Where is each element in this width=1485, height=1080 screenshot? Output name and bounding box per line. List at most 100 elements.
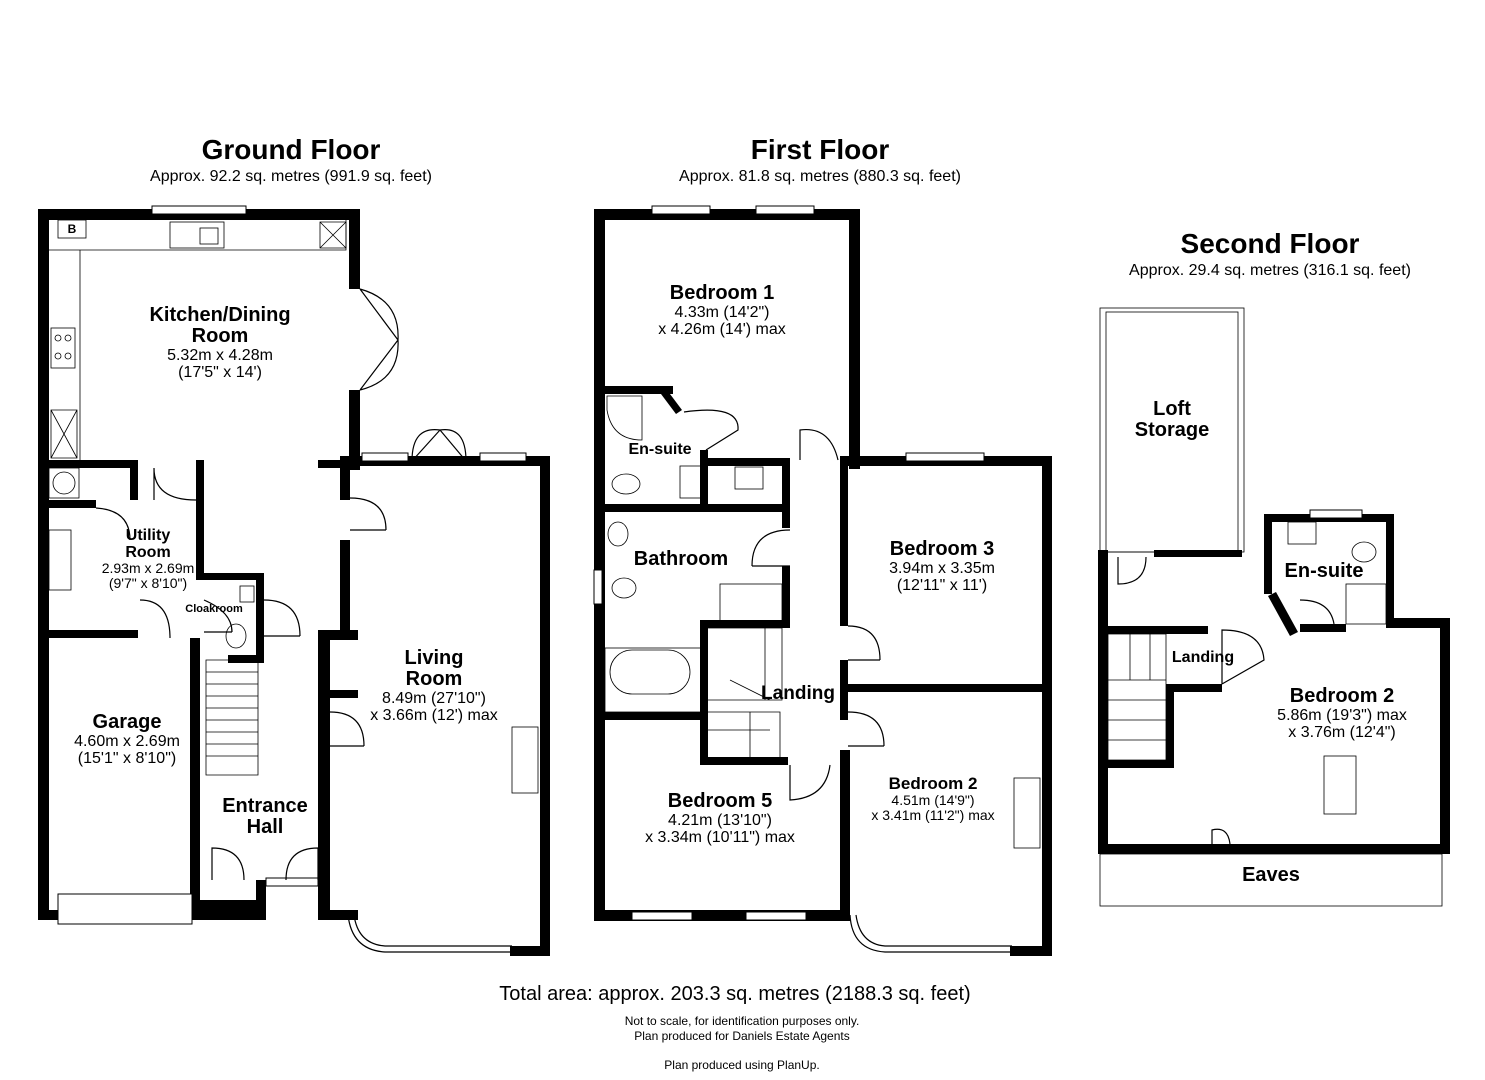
hall-bottom-left-wall <box>198 900 266 920</box>
cloakroom-top-wall <box>204 573 264 580</box>
entrance-name-2: Hall <box>246 816 284 838</box>
bed3-dim-1: 3.94m x 3.35m <box>889 560 995 577</box>
bed2-door <box>847 711 885 747</box>
hall-wall-stub <box>256 880 266 920</box>
kitchen-window <box>151 205 247 215</box>
ff-bedroom-3: Bedroom 3 3.94m x 3.35m (12'11" x 11') <box>889 539 995 595</box>
garage-sw-wall <box>38 910 58 920</box>
ensuite-basin <box>679 465 707 499</box>
kitchen-appliance <box>319 221 347 249</box>
loft-name-1: Loft <box>1153 398 1191 420</box>
bed5-door <box>789 764 831 801</box>
eaves-door <box>1211 828 1231 845</box>
utility-dim-1: 2.93m x 2.69m <box>101 560 195 576</box>
utility-door <box>153 467 197 501</box>
kitchen-name-1: Kitchen/Dining <box>149 304 291 326</box>
bed1-door <box>799 428 839 461</box>
entrance-hall: Entrance Hall <box>222 796 308 838</box>
bed5-top-wall <box>605 712 700 720</box>
living-name-1: Living <box>404 647 464 669</box>
boiler-label: B <box>67 222 77 236</box>
sf-landing-wall <box>1166 684 1222 692</box>
bed1-window-1 <box>651 205 711 215</box>
utility-door-3 <box>139 599 171 639</box>
ff-top-wall <box>594 209 860 220</box>
sf-ensuite-label: En-suite <box>1284 560 1364 582</box>
sf-ensuite-door <box>1299 599 1335 625</box>
bed1-east-wall <box>849 209 860 469</box>
bathroom-east-wall <box>782 458 790 528</box>
sf-ensuite-window <box>1309 509 1363 519</box>
ff-bottom-wall <box>594 910 850 921</box>
bathroom-window <box>593 569 603 605</box>
ff-bedroom-2: Bedroom 2 4.51m (14'9") x 3.41m (11'2") … <box>871 774 994 823</box>
bed2-chimney <box>1013 777 1041 849</box>
ff-bedroom-5: Bedroom 5 4.21m (13'10") x 3.34m (10'11"… <box>645 791 795 847</box>
ff-bed2-dim-2: x 3.41m (11'2") max <box>871 807 995 823</box>
living-door-top <box>349 497 387 531</box>
living-bay-window <box>347 914 512 953</box>
utility-door-2 <box>95 507 131 541</box>
utility-inner-wall <box>38 500 96 508</box>
second-floor-title: Second Floor <box>1180 228 1360 259</box>
sf-east-wall <box>1440 618 1450 854</box>
kitchen-name-2: Room <box>191 325 249 347</box>
garage-west-wall <box>38 638 49 920</box>
utility-sink <box>48 529 72 591</box>
footer-note-2: Plan produced for Daniels Estate Agents <box>634 1029 850 1043</box>
sf-landing-door <box>1221 629 1265 685</box>
living-east-wall <box>540 456 550 956</box>
first-floor-plan <box>593 205 1052 956</box>
bed5-dim-1: 4.21m (13'10") <box>668 812 772 829</box>
loft-storage: Loft Storage <box>1135 399 1209 441</box>
sf-ensuite-basin <box>1287 521 1317 545</box>
cloakroom-basin <box>239 585 255 603</box>
front-door-frame <box>265 877 319 887</box>
ensuite-east-wall <box>700 450 708 512</box>
sf-landing-label: Landing <box>1171 649 1235 666</box>
second-floor-plan <box>1098 307 1450 907</box>
garage-name: Garage <box>92 711 162 733</box>
bed1-dim-1: 4.33m (14'2") <box>674 304 770 321</box>
bed1-window-2 <box>755 205 815 215</box>
bathroom-shower <box>719 583 783 623</box>
entrance-name-1: Entrance <box>222 795 308 817</box>
bathroom-bidet <box>611 577 637 599</box>
ensuite-shower <box>606 395 643 441</box>
ff-east-wall <box>1042 456 1052 956</box>
loft-name-2: Storage <box>1134 419 1210 441</box>
sf-ensuite-east-wall <box>1386 514 1394 624</box>
bed3-dim-2: (12'11" x 11') <box>896 577 988 594</box>
ff-bed2-name: Bedroom 2 <box>888 774 978 793</box>
stair-top-wall <box>700 620 790 628</box>
ff-ensuite-label: En-suite <box>628 441 692 458</box>
garage: Garage 4.60m x 2.69m (15'1" x 8'10") <box>74 711 180 768</box>
ground-stairs <box>205 659 259 776</box>
sf-stair-east-wall <box>1166 684 1174 768</box>
living-west-wall <box>318 630 330 920</box>
total-area: Total area: approx. 203.3 sq. metres (21… <box>499 983 971 1005</box>
hob <box>50 327 76 369</box>
garage-door <box>57 893 193 925</box>
living-window-1 <box>361 452 409 462</box>
ensuite-angled-wall <box>658 386 682 414</box>
sf-stairs <box>1107 633 1167 761</box>
kitchen-east-wall-upper <box>349 209 360 289</box>
living-dim-1: 8.49m (27'10") <box>382 690 486 707</box>
sf-bed2-name: Bedroom 2 <box>1289 685 1395 707</box>
living-window-2 <box>479 452 527 462</box>
sf-landing-top-wall <box>1098 626 1208 634</box>
cloakroom-bottom-wall <box>228 655 264 663</box>
utility-wall-a <box>130 460 138 500</box>
kitchen-east-stub <box>318 460 360 468</box>
living-nw-wall <box>340 460 350 500</box>
hall-door <box>263 599 301 637</box>
ff-bed2-dim-1: 4.51m (14'9") <box>891 792 975 808</box>
bed3-bottom-wall <box>840 684 1052 692</box>
garage-dim-2: (15'1" x 8'10") <box>77 750 177 767</box>
cloakroom-door <box>203 599 233 633</box>
bed2-bay-window <box>849 914 1012 953</box>
living-sw-wall <box>318 910 358 920</box>
bed2-west-wall <box>840 750 850 920</box>
